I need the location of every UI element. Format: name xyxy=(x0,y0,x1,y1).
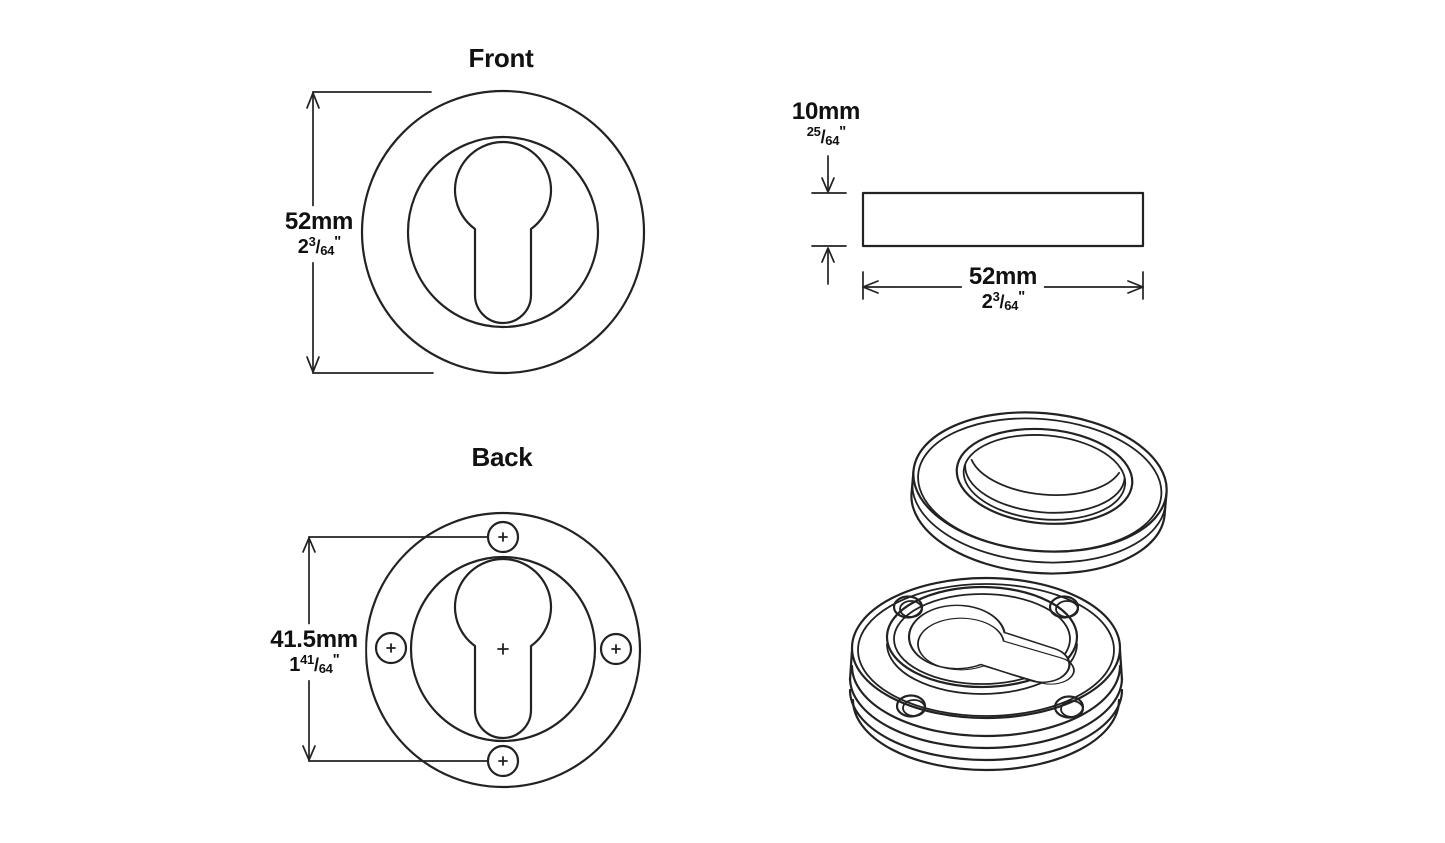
plate-rib-3 xyxy=(848,688,1124,762)
ring-side-left xyxy=(910,469,915,494)
plate-screw-hole-top-right-depth xyxy=(1055,600,1079,618)
ring-opening-ellipse xyxy=(955,427,1134,525)
side-width-imperial: 23/64" xyxy=(969,288,1037,314)
plate-face-chamfer xyxy=(857,583,1115,717)
back-view-drawing xyxy=(302,511,642,789)
side-width-metric: 52mm xyxy=(968,263,1038,291)
side-width-denominator: 64 xyxy=(1004,298,1019,314)
back-screw-hole-right-cross xyxy=(611,644,621,654)
ring-band-line xyxy=(911,480,1167,564)
back-imperial-numerator: 41 xyxy=(300,652,314,668)
front-imperial-denominator: 64 xyxy=(320,243,335,259)
front-outer-circle xyxy=(360,89,646,375)
plate-boss-inner xyxy=(893,593,1071,685)
front-imperial-numerator: 3 xyxy=(308,234,316,250)
back-screw-hole-top-cross xyxy=(498,532,508,542)
back-imperial-inch-mark: " xyxy=(332,651,340,669)
plate-screw-hole-bottom-right-depth xyxy=(1060,700,1084,718)
back-dimension-imperial: 141/64" xyxy=(270,651,358,677)
ring-inner-wall-line-2 xyxy=(970,459,1120,496)
side-width-label: 52mm 23/64" xyxy=(961,261,1045,317)
front-view-title-text: Front xyxy=(468,43,534,74)
front-imperial-whole: 2 xyxy=(297,236,309,259)
back-dim-arrow-down xyxy=(302,745,316,761)
side-width-arrow-left xyxy=(862,280,879,294)
back-screw-hole-top xyxy=(486,520,520,554)
side-thickness-label: 10mm 25/64" xyxy=(792,99,860,149)
exploded-cover-ring xyxy=(910,411,1168,575)
back-imperial-whole: 1 xyxy=(289,654,301,677)
back-inner-circle xyxy=(409,555,597,743)
side-width-numerator: 3 xyxy=(992,289,1000,305)
ring-inner-wall-line-1 xyxy=(964,463,1126,514)
plate-rib-2 xyxy=(848,676,1124,750)
back-dimension-label: 41.5mm 141/64" xyxy=(263,624,365,680)
side-thickness-denominator: 64 xyxy=(825,133,840,149)
side-thickness-arrow-down xyxy=(821,177,835,193)
front-view-title: Front xyxy=(468,43,534,74)
plate-screw-hole-top-left-depth xyxy=(899,600,923,618)
back-keyhole-cutout xyxy=(453,557,553,740)
back-center-cross xyxy=(497,643,509,655)
exploded-base-plate xyxy=(848,576,1124,772)
side-width-inch-mark: " xyxy=(1018,288,1025,306)
plate-keyhole-slot-depth xyxy=(917,617,1075,685)
front-dimension-metric: 52mm xyxy=(284,208,354,236)
back-screw-hole-left xyxy=(374,631,408,665)
back-dimension-metric: 41.5mm xyxy=(270,626,358,654)
plate-side-right xyxy=(1118,648,1124,682)
front-inner-circle xyxy=(406,135,600,329)
back-screw-hole-bottom xyxy=(486,744,520,778)
plate-bottom-edge xyxy=(851,698,1121,772)
front-dim-arrow-down xyxy=(306,356,320,373)
side-thickness-numerator: 25 xyxy=(806,124,821,140)
ring-opening-chamfer xyxy=(962,434,1127,521)
front-dimension-label: 52mm 23/64" xyxy=(277,206,361,262)
front-dim-arrow-up xyxy=(306,92,320,109)
back-outer-circle xyxy=(364,511,642,789)
side-thickness-slash: / xyxy=(820,127,826,148)
ring-outer-chamfer xyxy=(917,417,1163,553)
back-dim-arrow-up xyxy=(302,537,316,553)
plate-screw-hole-bottom-left-depth xyxy=(902,699,926,717)
back-screw-hole-right xyxy=(599,632,633,666)
ring-band-bottom xyxy=(910,491,1166,575)
side-thickness-imperial: 25/64" xyxy=(792,123,860,149)
front-view-drawing xyxy=(306,89,646,375)
plate-rib-1 xyxy=(850,664,1122,738)
front-dimension-imperial: 23/64" xyxy=(285,233,353,259)
side-thickness-arrow-up xyxy=(821,247,835,263)
back-imperial-denominator: 64 xyxy=(318,661,333,677)
front-keyhole-cutout xyxy=(453,140,553,325)
back-screw-hole-left-cross xyxy=(386,643,396,653)
plate-face-ellipse xyxy=(850,576,1122,720)
plate-boss-ellipse xyxy=(885,585,1079,689)
front-imperial-inch-mark: " xyxy=(334,233,341,251)
side-width-arrow-right xyxy=(1127,280,1144,294)
plate-side-left xyxy=(848,648,854,682)
side-width-whole: 2 xyxy=(981,291,993,314)
side-profile-rect xyxy=(861,191,1145,248)
side-thickness-inch-mark: " xyxy=(839,123,846,141)
back-view-title-text: Back xyxy=(471,442,533,473)
ring-side-right xyxy=(1163,491,1168,517)
front-imperial-slash: / xyxy=(315,237,321,258)
plate-keyhole-slot xyxy=(907,604,1071,683)
side-profile-drawing xyxy=(811,155,1145,300)
exploded-view-drawing xyxy=(848,411,1168,772)
back-view-title: Back xyxy=(471,442,533,473)
back-screw-hole-bottom-cross xyxy=(498,756,508,766)
side-width-slash: / xyxy=(999,292,1005,313)
side-thickness-metric: 10mm xyxy=(791,98,861,126)
back-imperial-slash: / xyxy=(314,655,319,676)
